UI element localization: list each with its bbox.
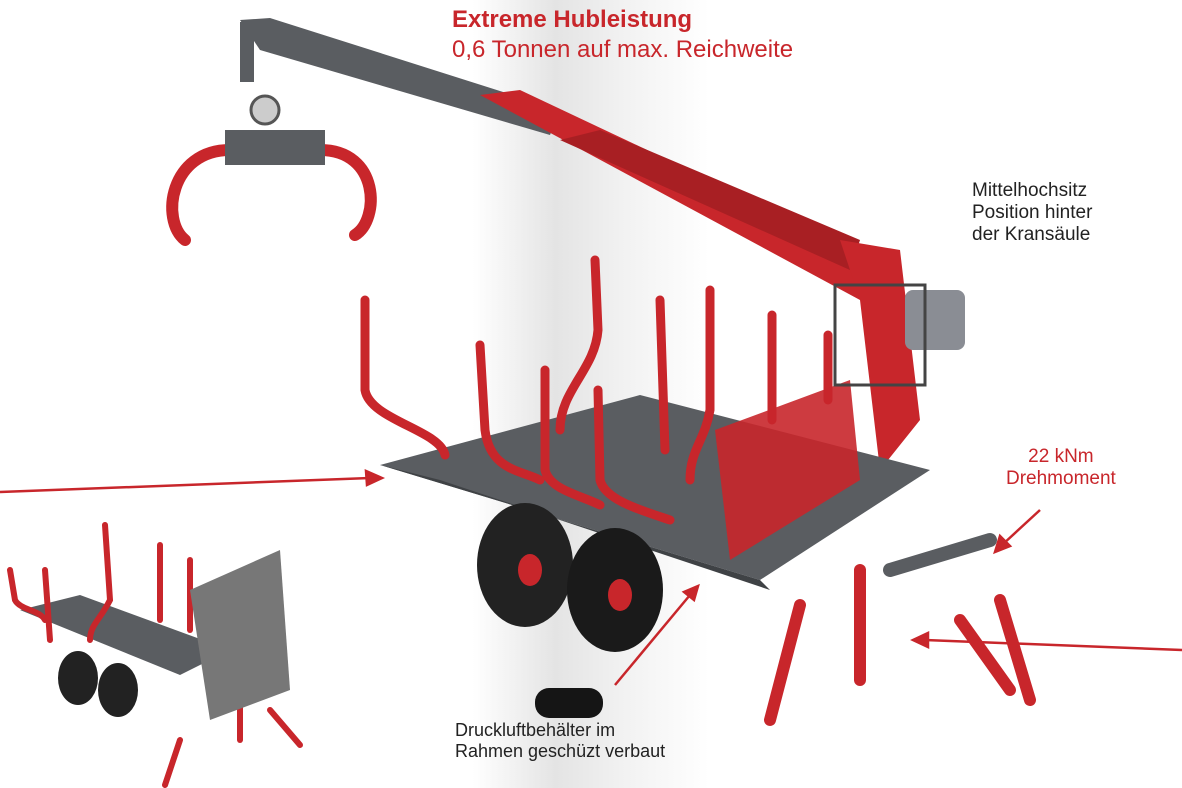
outriggers bbox=[764, 533, 1036, 726]
torque-callout-line: 22 kNm bbox=[1028, 446, 1094, 467]
front-grille bbox=[715, 380, 860, 560]
seat-callout-line: Position hinter bbox=[972, 201, 1093, 223]
headline-subtitle: 0,6 Tonnen auf max. Reichweite bbox=[452, 36, 794, 63]
air-tank-callout: Druckluftbehälter im Rahmen geschüzt ver… bbox=[455, 720, 665, 761]
seat-callout: Mittelhochsitz Position hinter der Krans… bbox=[972, 180, 1092, 246]
stakes bbox=[360, 255, 833, 525]
small-trailer-view bbox=[7, 522, 303, 788]
air-tank-image bbox=[535, 688, 603, 718]
operator-seat bbox=[833, 283, 965, 387]
seat-callout-line: der Kransäule bbox=[972, 223, 1091, 245]
air-tank-callout-line: Rahmen geschüzt verbaut bbox=[455, 740, 666, 761]
callout-arrows bbox=[0, 469, 1182, 686]
grapple bbox=[166, 94, 377, 246]
headline-title: Extreme Hubleistung bbox=[452, 6, 693, 33]
crane-boom bbox=[240, 18, 920, 470]
torque-callout: 22 kNm Drehmoment bbox=[1006, 446, 1116, 490]
wheels bbox=[477, 503, 663, 652]
air-tank-callout-line: Druckluftbehälter im bbox=[455, 720, 616, 740]
torque-callout-line: Drehmoment bbox=[1006, 467, 1116, 489]
seat-callout-line: Mittelhochsitz bbox=[972, 180, 1088, 201]
